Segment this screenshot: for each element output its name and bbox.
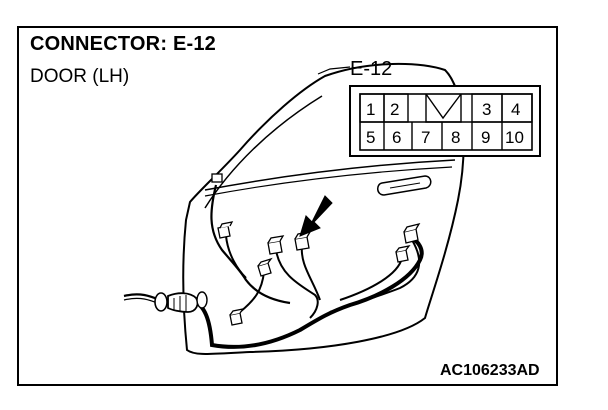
- pin-3: 3: [482, 100, 491, 119]
- diagram-frame: [17, 26, 558, 386]
- connector-c: [257, 257, 273, 277]
- pin-2: 2: [390, 100, 399, 119]
- harness-branch-2: [225, 235, 247, 279]
- pin-4: 4: [511, 100, 520, 119]
- pin-10: 10: [505, 128, 524, 147]
- pin-1: 1: [366, 100, 375, 119]
- pointer-arrow-icon: [299, 195, 333, 237]
- figure-code: AC106233AD: [440, 362, 540, 379]
- belt-line: [204, 159, 456, 191]
- connector-f: [395, 245, 411, 263]
- diagram-title: CONNECTOR: E-12: [30, 33, 216, 55]
- window-line: [204, 95, 323, 209]
- harness-branch-7: [329, 239, 421, 313]
- pin-6: 6: [392, 128, 401, 147]
- connector-a: [217, 221, 234, 239]
- connector-b: [267, 235, 285, 255]
- pin-5: 5: [366, 128, 375, 147]
- pin-9: 9: [481, 128, 490, 147]
- pin-7: 7: [421, 128, 430, 147]
- harness-branch-1: [210, 184, 291, 305]
- harness-branch-3: [275, 249, 319, 319]
- grommet: [154, 292, 168, 312]
- connector-e: [403, 222, 421, 244]
- connector-face: 1 2 3 4 5 6 7 8 9 10: [349, 85, 541, 157]
- diagram-subtitle: DOOR (LH): [30, 66, 130, 87]
- door-outline: [182, 62, 465, 355]
- leader-line: [317, 66, 351, 75]
- clip-top: [211, 173, 223, 183]
- belt-line-inner: [204, 166, 453, 197]
- door-handle: [377, 175, 432, 196]
- connector-d: [229, 308, 245, 326]
- harness-branch-6: [339, 257, 403, 301]
- pin-8: 8: [451, 128, 460, 147]
- grommet-boot: [167, 292, 199, 313]
